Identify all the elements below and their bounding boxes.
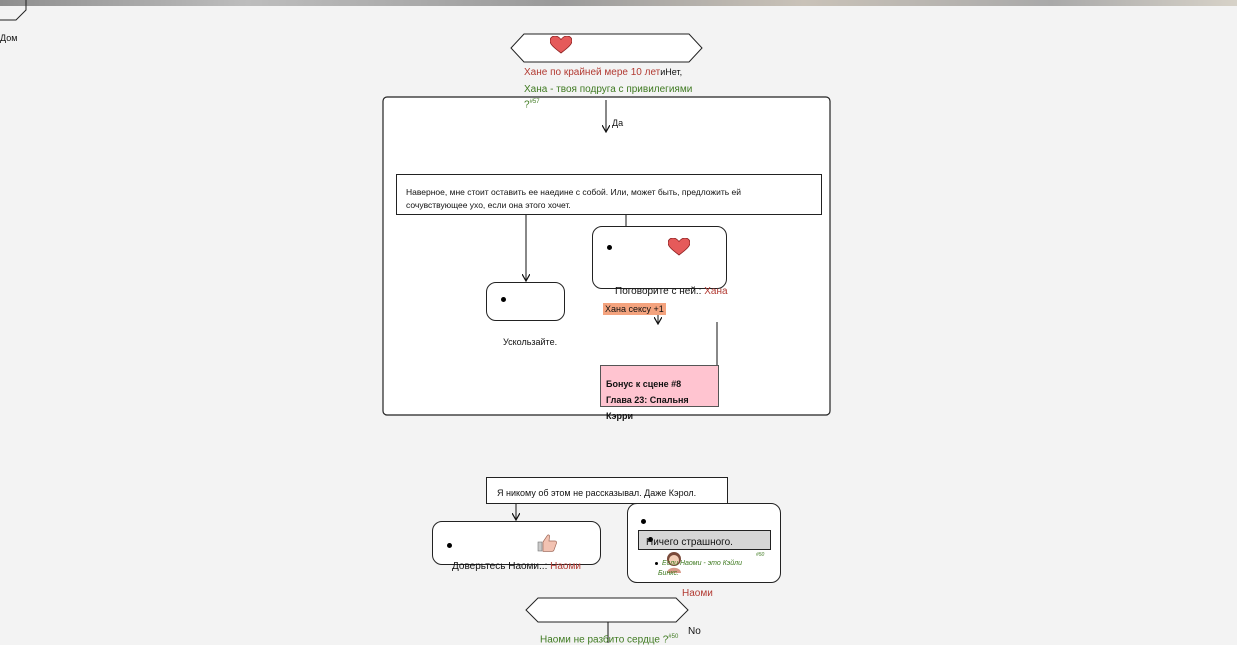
choice-bullet: [655, 562, 658, 565]
bottom-no-label: No: [688, 626, 701, 637]
character-avatar-icon: [667, 552, 681, 573]
condition-naomi-text-cont: Бинкс.: [658, 570, 679, 577]
narration-box-2: Я никому об этом не рассказывал. Даже Кэ…: [486, 477, 728, 504]
choice-bullet: [501, 297, 506, 302]
condition-naomi-text: Если Наоми - это Кэйли: [662, 560, 742, 567]
top-image-strip: [0, 0, 1237, 6]
choice-talk-box[interactable]: [592, 226, 727, 289]
condition-hexagon-top: [510, 33, 703, 63]
choice-nothing-box[interactable]: Если Наоми - это Кэйли Бинкс. #50: [627, 503, 781, 583]
choice-nothing-highlight: [638, 530, 771, 550]
bottom-condition-text: Наоми не разбито сердце ?#50: [540, 634, 679, 645]
heart-icon: [550, 36, 572, 54]
choice-bullet: [607, 245, 612, 250]
choice-sneak-box[interactable]: [486, 282, 565, 321]
choice-nothing-character: Наоми: [682, 588, 713, 599]
narration-box-1: Наверное, мне стоит оставить ее наедине …: [396, 174, 822, 215]
corner-node-label: Дом: [0, 33, 18, 43]
condition-hexagon-bottom: [525, 597, 689, 623]
condition-friend-text: Хана - твоя подруга с привилегиями: [524, 84, 693, 95]
no-branch-label: Нет: [665, 67, 680, 77]
choice-trust-label: Доверьтесь Наоми..: Наоми: [452, 561, 581, 572]
choice-bullet: [641, 519, 646, 524]
choice-nothing-label: Ничего страшного.: [646, 537, 733, 548]
choice-bullet: [648, 537, 653, 542]
choice-talk-label: Поговорите с ней.: Хана: [615, 286, 728, 297]
choice-bullet: [447, 543, 452, 548]
condition-question-mark: ?#57: [524, 99, 540, 111]
yes-branch-label: Да: [612, 118, 624, 128]
bonus-scene-box[interactable]: Бонус к сцене #8 Глава 23: Спальня Кэрри: [600, 365, 719, 421]
heart-icon: [668, 238, 690, 256]
corner-node-shape: [0, 0, 27, 21]
choice-trust-box[interactable]: [432, 521, 601, 565]
condition-age-text: Хане по крайней мере 10 летиНет,: [524, 67, 683, 78]
thumbs-up-icon: [537, 534, 557, 552]
stat-tag: Хана сексу +1: [603, 303, 666, 315]
choice-sneak-label: Ускользайте.: [503, 337, 558, 347]
condition-ref: #50: [756, 552, 765, 558]
